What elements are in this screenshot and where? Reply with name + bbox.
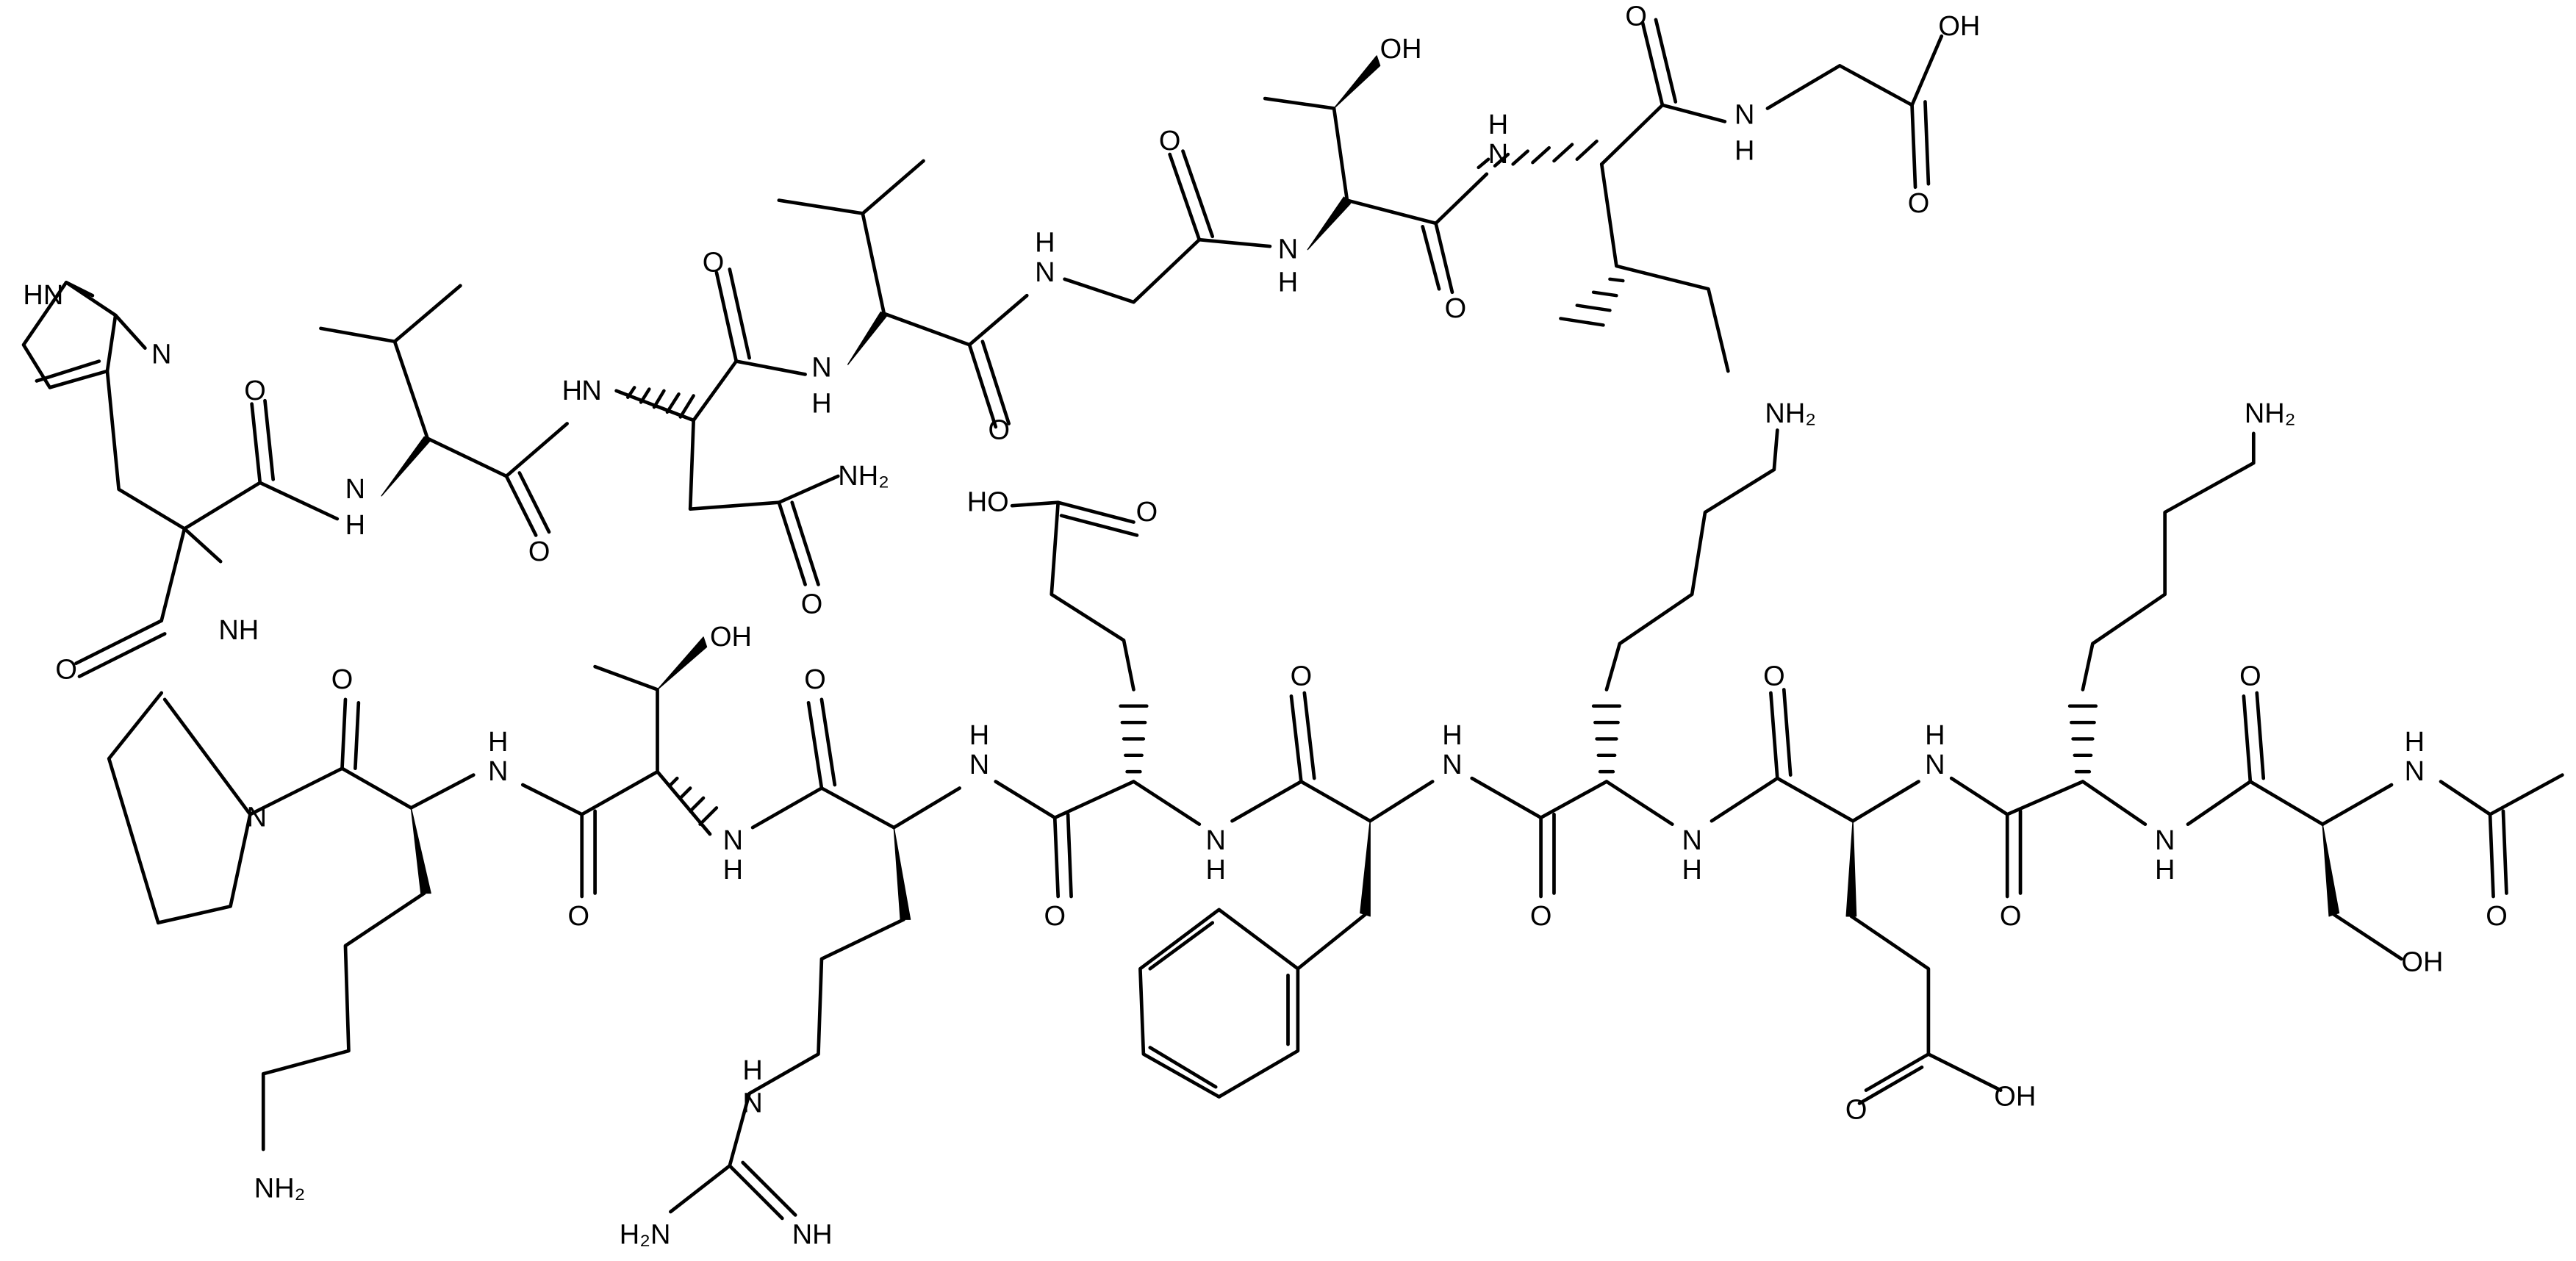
acetyl-amide-h: H — [2405, 727, 2425, 758]
imidazole-n-label: N — [151, 340, 171, 370]
asn-carbonyl-o: O — [703, 248, 725, 279]
lys3-carbonyl-o: O — [2000, 901, 2022, 932]
arg-guanidine-h: H — [742, 1055, 762, 1086]
thr2-amide-n: N — [1278, 234, 1298, 265]
acetyl-amide-n: N — [2405, 756, 2425, 787]
pro-ring-n: N — [247, 802, 267, 833]
imidazole-nh-label: HN — [23, 280, 63, 311]
glu1-carbonyl-o: O — [1044, 901, 1066, 932]
val1-amide-h: H — [345, 510, 365, 541]
lys2-amide-h: H — [1442, 720, 1462, 751]
lys3-amide-h: H — [1925, 720, 1945, 751]
pro-carbonyl-o: O — [55, 655, 77, 686]
phe-amide-n: N — [1205, 825, 1225, 856]
arg-carbonyl-o: O — [804, 664, 826, 695]
arg-amide-h: H — [723, 855, 743, 885]
val1-carbonyl-o: O — [528, 536, 550, 567]
asn-side-nh2: NH₂ — [838, 461, 889, 492]
glu2-side-oh: OH — [1994, 1082, 2036, 1113]
ile-amide-h: H — [1488, 109, 1508, 140]
arg-h2n: H₂N — [620, 1219, 671, 1250]
ser-carbonyl-o: O — [2239, 661, 2261, 692]
gly-cterm-n: N — [1734, 99, 1754, 130]
arg-amide-n: N — [723, 825, 743, 856]
gly-carbonyl-o: O — [1159, 126, 1181, 157]
val2-amide-h: H — [811, 389, 831, 420]
ile-carbonyl-o: O — [1625, 1, 1647, 32]
lys3-amide-n: N — [1925, 750, 1945, 780]
thr1-carbonyl-o: O — [567, 901, 589, 932]
arg-guanidine-nh: N — [742, 1088, 762, 1119]
ser-oh-label: OH — [2401, 946, 2443, 977]
asn-amide-nh: N — [581, 376, 601, 406]
val1-amide-n: N — [345, 474, 365, 505]
hashed-stereo-bonds — [626, 139, 2098, 826]
his-amide-nh: NH — [218, 615, 259, 646]
val2-amide-n: N — [811, 353, 831, 384]
lys2-amide-n: N — [1442, 750, 1462, 780]
atom-labels: HN N O NH N H O N H O NH₂ O N H O N H O … — [23, 1, 2507, 1250]
asn-side-o: O — [801, 589, 823, 619]
gly-cterm-h: H — [1734, 136, 1754, 167]
lys3-nh2: NH₂ — [2245, 398, 2296, 429]
glu2-amide-n: N — [1682, 825, 1701, 856]
thr2-amide-h: H — [1278, 267, 1298, 298]
his-carbonyl-o: O — [244, 376, 266, 406]
bond-skeleton — [21, 18, 2564, 1221]
lys1-nh2: NH₂ — [254, 1174, 306, 1204]
glu1-amide-h: H — [969, 720, 989, 751]
glu1-side-o: O — [1136, 497, 1158, 528]
thr1-oh-label: OH — [710, 622, 752, 653]
ser-amide-n: N — [2155, 825, 2175, 856]
ile-amide-n: N — [1488, 139, 1508, 170]
glu2-carbonyl-o: O — [1763, 661, 1785, 692]
thr1-amide-h: H — [488, 727, 508, 758]
glu2-side-o: O — [1845, 1094, 1868, 1125]
lys2-nh2: NH₂ — [1765, 398, 1816, 429]
cterm-oh-label: OH — [1938, 11, 1980, 42]
gly-amide-h: H — [1035, 228, 1055, 259]
acetyl-carbonyl-o: O — [2486, 901, 2508, 932]
ser-amide-h: H — [2155, 855, 2175, 885]
asn-amide-h: H — [562, 376, 582, 406]
glu1-side-ho: HO — [967, 487, 1009, 518]
gly-amide-n: N — [1035, 257, 1055, 288]
lys2-carbonyl-o: O — [1530, 901, 1552, 932]
phe-carbonyl-o: O — [1291, 661, 1313, 692]
val2-carbonyl-o: O — [988, 414, 1010, 445]
thr2-oh-label: OH — [1380, 34, 1422, 65]
phe-amide-h: H — [1205, 855, 1225, 885]
arg-nh: NH — [792, 1219, 833, 1250]
cterm-carbonyl-o: O — [1908, 188, 1930, 219]
thr1-amide-n: N — [488, 756, 508, 787]
glu2-amide-h: H — [1682, 855, 1701, 885]
lys1-carbonyl-o: O — [331, 664, 354, 695]
thr2-carbonyl-o: O — [1445, 293, 1467, 324]
glu1-amide-n: N — [969, 750, 989, 780]
